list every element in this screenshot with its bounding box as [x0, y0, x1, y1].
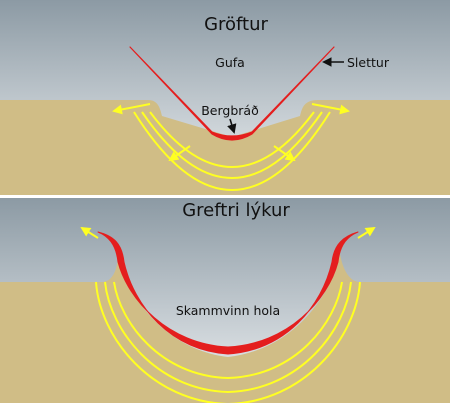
- label-melt: Bergbráð: [201, 103, 259, 118]
- shock-waves-top: [133, 111, 331, 191]
- shock-arc: [149, 111, 315, 168]
- arrow-left-icon: [112, 103, 151, 115]
- ground-top-panel: [0, 100, 450, 195]
- shock-arc: [141, 111, 323, 179]
- melt-lining-bottom: [97, 231, 359, 355]
- arrow-up-right-icon: [357, 226, 376, 239]
- shock-arc: [95, 281, 361, 403]
- ground-bottom-panel: [0, 254, 450, 403]
- panel-divider: [0, 195, 450, 198]
- label-transient-crater: Skammvinn hola: [176, 303, 280, 318]
- arrow-down-right-icon: [273, 145, 296, 162]
- label-ejecta: Slettur: [347, 55, 390, 70]
- panel-excavation: Gröftur Gufa Slettur Bergbráð: [0, 0, 450, 195]
- panel-title-bottom: Greftri lýkur: [182, 200, 290, 221]
- melt-pointer-arrow-icon: [227, 118, 237, 134]
- shock-arc: [113, 281, 343, 380]
- arrow-down-left-icon: [168, 145, 191, 162]
- arrow-right-icon: [311, 103, 350, 115]
- shock-arrows-bottom: [80, 226, 376, 239]
- panel-title-top: Gröftur: [204, 14, 268, 35]
- label-vapor: Gufa: [215, 55, 245, 70]
- shock-arc: [104, 281, 352, 394]
- shock-arc: [133, 111, 331, 191]
- arrow-up-left-icon: [80, 226, 99, 239]
- melt-lining-top: [129, 46, 335, 141]
- panel-transient-crater: Greftri lýkur Skammvinn hola: [0, 198, 450, 403]
- shock-arrows-top: [112, 103, 350, 162]
- shock-waves-bottom: [95, 281, 361, 403]
